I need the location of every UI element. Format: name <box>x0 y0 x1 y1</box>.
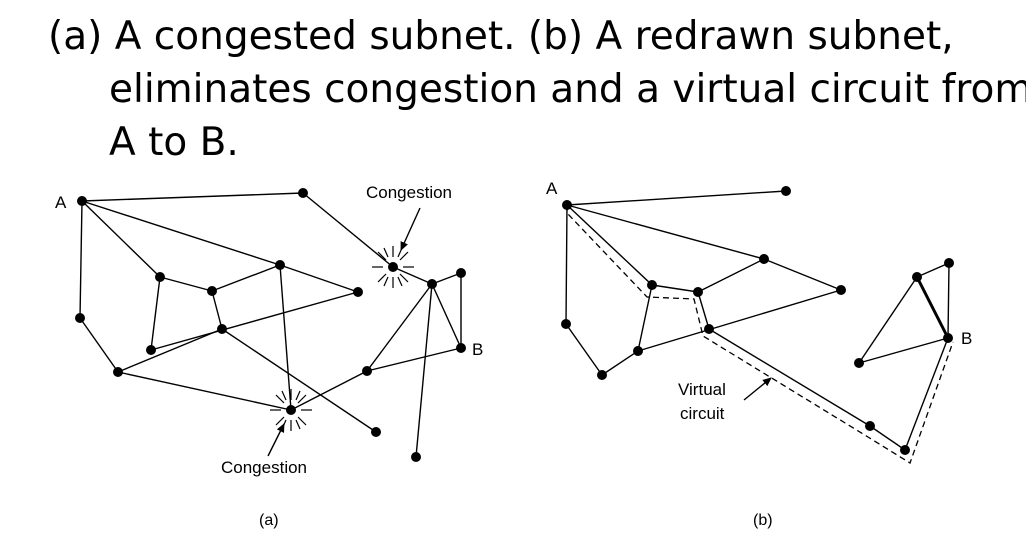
title-line-2: eliminates congestion and a virtual circ… <box>109 67 1026 112</box>
figure-b-node-a-label: A <box>546 179 558 198</box>
title-line-1: (a) A congested subnet. (b) A redrawn su… <box>48 14 954 59</box>
congestion-top-label: Congestion <box>366 183 452 202</box>
figure-a-caption: (a) <box>259 512 279 529</box>
congestion-bottom-label: Congestion <box>221 458 307 477</box>
virtual-circuit-pointer <box>743 377 772 401</box>
figure-b-nodes <box>561 186 954 455</box>
virtual-circuit-label-line-1: Virtual <box>678 380 726 399</box>
figure-a-nodes <box>75 188 466 462</box>
title-line-3: A to B. <box>109 120 239 165</box>
figure-b-links <box>565 190 950 451</box>
figure-a-congested-subnet <box>75 188 466 462</box>
figure-b-redrawn-subnet <box>561 186 954 464</box>
figure-b-node-b-label: B <box>961 329 972 348</box>
congestion-burst-top <box>372 246 414 288</box>
slide-title: (a) A congested subnet. (b) A redrawn su… <box>48 10 1026 169</box>
figure-a-node-a-label: A <box>55 193 67 212</box>
figure-a-links <box>79 192 462 458</box>
figure-a-node-b-label: B <box>472 340 483 359</box>
virtual-circuit-label-line-2: circuit <box>680 404 725 423</box>
figure-b-caption: (b) <box>753 512 773 529</box>
congestion-top-pointer <box>400 207 421 251</box>
congestion-bottom-pointer <box>267 423 285 457</box>
virtual-circuit-path <box>566 205 954 464</box>
